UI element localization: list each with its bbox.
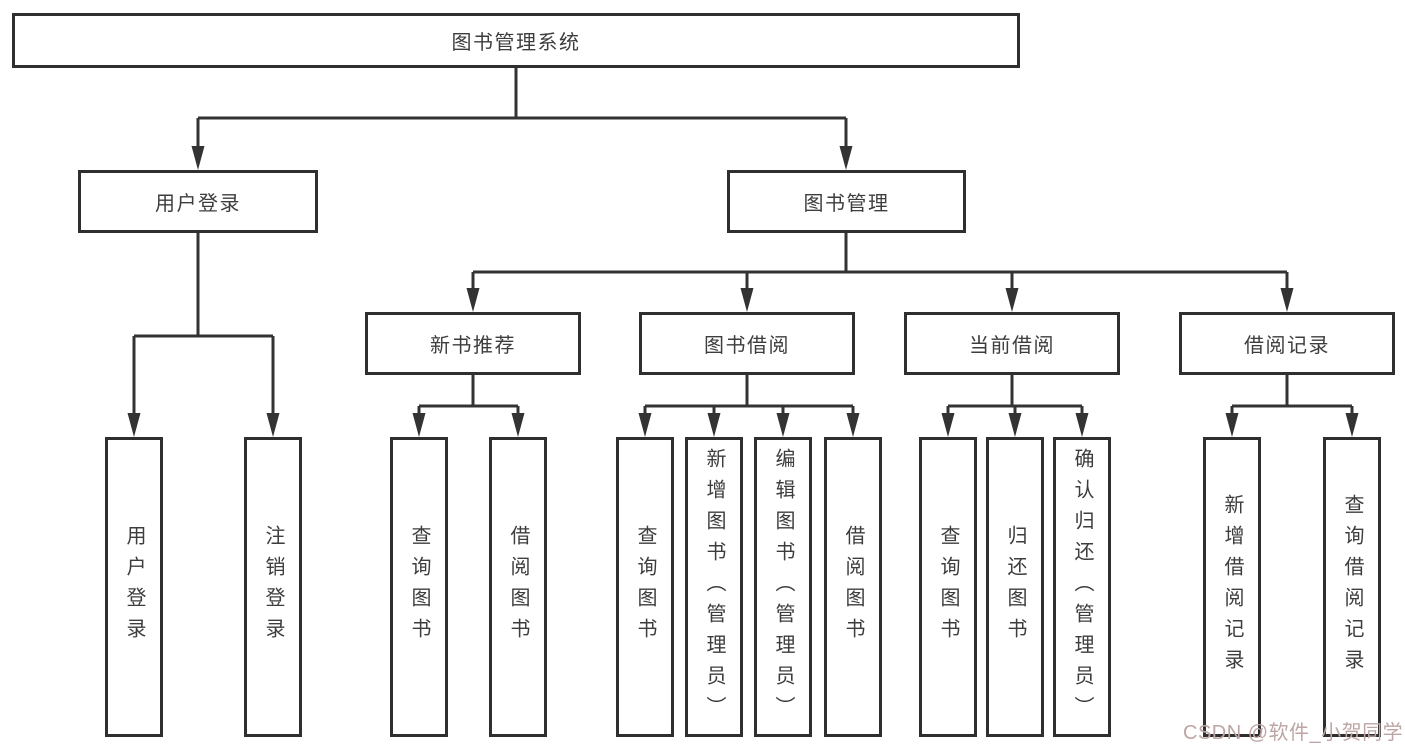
leaf-query-books-2: 查询图书 (616, 437, 674, 737)
node-label: 查询借阅记录 (1341, 494, 1363, 680)
node-library-management-system: 图书管理系统 (12, 13, 1020, 68)
arrow-down-icon (127, 413, 141, 437)
arrow-down-icon (846, 413, 860, 437)
arrow-down-icon (1075, 413, 1089, 437)
arrow-down-icon (1345, 413, 1359, 437)
node-label: 确认归还（管理员） (1071, 447, 1093, 727)
leaf-confirm-return-admin: 确认归还（管理员） (1053, 437, 1111, 737)
leaf-add-books-admin: 新增图书（管理员） (685, 437, 743, 737)
leaf-user-login: 用户登录 (105, 437, 163, 737)
node-label: 新书推荐 (430, 335, 516, 357)
arrow-down-icon (412, 413, 426, 437)
arrow-down-icon (776, 413, 790, 437)
node-label: 当前借阅 (969, 335, 1055, 357)
arrow-down-icon (638, 413, 652, 437)
node-label: 借阅图书 (507, 525, 529, 649)
leaf-borrow-books-1: 借阅图书 (489, 437, 547, 737)
arrow-down-icon (941, 413, 955, 437)
arrow-down-icon (266, 413, 280, 437)
arrow-down-icon (740, 288, 754, 312)
node-label: 借阅图书 (842, 525, 864, 649)
leaf-query-books-1: 查询图书 (390, 437, 448, 737)
node-label: 查询图书 (634, 525, 656, 649)
leaf-edit-books-admin: 编辑图书（管理员） (754, 437, 812, 737)
node-borrow-records: 借阅记录 (1179, 312, 1395, 375)
leaf-query-borrow-record: 查询借阅记录 (1323, 437, 1381, 737)
leaf-add-borrow-record: 新增借阅记录 (1203, 437, 1261, 737)
arrow-down-icon (1225, 413, 1239, 437)
tree-connectors (132, 68, 1354, 414)
arrow-down-icon (466, 288, 480, 312)
node-book-borrow: 图书借阅 (639, 312, 855, 375)
node-label: 图书管理 (803, 193, 890, 215)
arrow-down-icon (1005, 288, 1019, 312)
leaf-borrow-books-2: 借阅图书 (824, 437, 882, 737)
node-user-login: 用户登录 (78, 170, 318, 233)
node-label: 借阅记录 (1244, 335, 1330, 357)
node-new-book-recommend: 新书推荐 (365, 312, 581, 375)
arrowheads (127, 146, 1359, 437)
node-label: 用户登录 (123, 525, 145, 649)
node-label: 编辑图书（管理员） (772, 447, 794, 727)
leaf-logout: 注销登录 (244, 437, 302, 737)
node-label: 查询图书 (408, 525, 430, 649)
arrow-down-icon (707, 413, 721, 437)
node-current-borrow: 当前借阅 (904, 312, 1120, 375)
csdn-watermark: CSDN @软件_小贺同学 (1183, 722, 1404, 744)
node-label: 归还图书 (1004, 525, 1026, 649)
node-label: 图书借阅 (704, 335, 790, 357)
arrow-down-icon (839, 146, 853, 170)
node-label: 图书管理系统 (451, 32, 581, 54)
node-label: 用户登录 (155, 193, 241, 215)
arrow-down-icon (191, 146, 205, 170)
node-label: 注销登录 (262, 525, 284, 649)
leaf-return-books: 归还图书 (986, 437, 1044, 737)
arrow-down-icon (511, 413, 525, 437)
node-label: 新增借阅记录 (1221, 494, 1243, 680)
arrow-down-icon (1280, 288, 1294, 312)
node-label: 查询图书 (937, 525, 959, 649)
leaf-query-books-3: 查询图书 (919, 437, 977, 737)
arrow-down-icon (1008, 413, 1022, 437)
node-label: 新增图书（管理员） (703, 447, 725, 727)
node-book-management: 图书管理 (727, 170, 966, 233)
